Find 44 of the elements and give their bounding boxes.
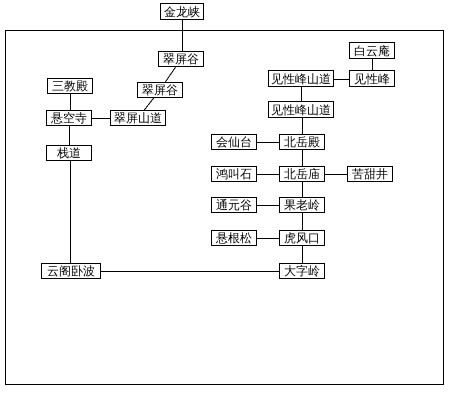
- place-box: 翠屏谷: [137, 82, 183, 98]
- place-box: 金龙峡: [160, 3, 204, 20]
- place-box: 见性峰山道: [268, 101, 334, 118]
- place-box: 北岳庙: [279, 166, 325, 182]
- connector-line: [324, 174, 348, 175]
- place-box: 悬空寺: [46, 110, 92, 126]
- place-box: 白云庵: [349, 42, 395, 59]
- place-box: 翠屏山道: [110, 110, 166, 126]
- place-box: 鸿叫石: [211, 166, 257, 182]
- place-box: 北岳殿: [279, 134, 325, 150]
- connector-line: [144, 98, 154, 110]
- connector-line: [256, 205, 280, 206]
- boundary-frame: [5, 30, 444, 385]
- connector-line: [70, 94, 71, 110]
- connector-line: [302, 182, 303, 198]
- connector-line: [182, 20, 183, 52]
- connector-line: [334, 79, 350, 80]
- place-box: 果老岭: [279, 197, 325, 213]
- connector-line: [256, 142, 280, 143]
- place-box: 翠屏谷: [158, 51, 204, 67]
- place-box: 会仙台: [211, 134, 257, 150]
- connector-line: [372, 58, 373, 70]
- connector-line: [302, 118, 303, 134]
- place-box: 见性峰: [349, 70, 395, 87]
- connector-line: [256, 238, 280, 239]
- connector-line: [302, 212, 303, 230]
- place-box: 云阁卧波: [41, 263, 101, 279]
- place-box: 大字岭: [279, 263, 325, 279]
- connector-line: [256, 174, 280, 175]
- place-box: 栈道: [46, 145, 92, 161]
- place-box: 虎风口: [279, 230, 325, 246]
- place-box: 见性峰山道: [268, 70, 334, 87]
- connector-line: [164, 66, 176, 82]
- connector-line: [70, 160, 71, 264]
- place-box: 通元谷: [211, 197, 257, 213]
- connector-line: [69, 126, 70, 146]
- connector-line: [302, 246, 303, 264]
- place-box: 悬根松: [211, 230, 257, 246]
- place-box: 三教殿: [47, 78, 93, 94]
- connector-line: [302, 150, 303, 166]
- connector-line: [100, 271, 280, 272]
- connector-line: [92, 118, 110, 119]
- connector-line: [301, 86, 302, 102]
- place-box: 苦甜井: [347, 166, 393, 182]
